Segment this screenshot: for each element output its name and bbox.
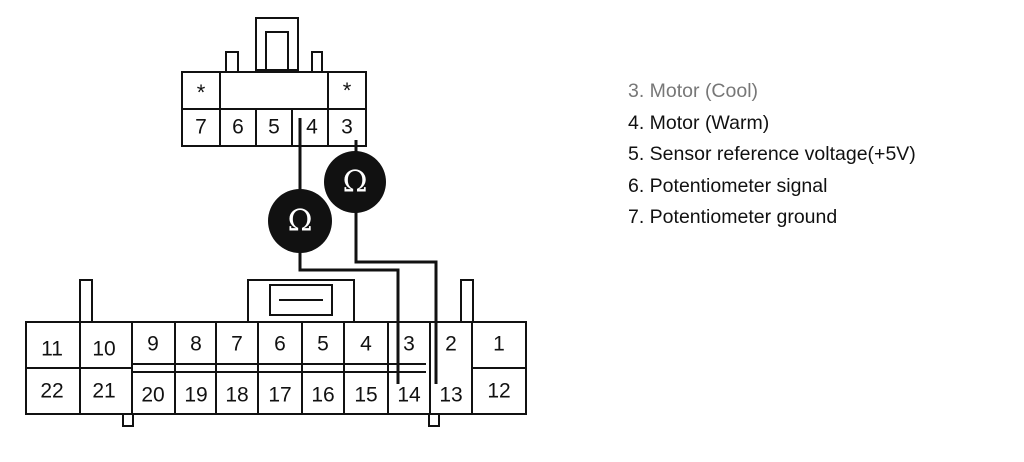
bottom-pin-label: 16 <box>311 384 334 407</box>
pin-legend: 3. Motor (Cool) 4. Motor (Warm) 5. Senso… <box>628 76 1018 234</box>
legend-item: 7. Potentiometer ground <box>628 206 838 228</box>
top-connector-latch-inner <box>265 31 289 71</box>
legend-item: 4. Motor (Warm) <box>628 111 770 134</box>
bottom-pin-label: 13 <box>439 384 462 407</box>
bottom-pin-label: 7 <box>231 333 243 356</box>
bottom-pin-label: 20 <box>141 384 164 407</box>
bottom-pin-label: 19 <box>184 384 207 407</box>
ohmmeter-symbol: Ω <box>343 165 368 200</box>
bottom-pin-label: 15 <box>354 384 377 407</box>
top-connector-labels: * * 7 6 5 4 3 <box>195 78 353 139</box>
bottom-pin-label: 10 <box>92 338 115 361</box>
ohmmeter-right: Ω <box>324 151 386 213</box>
bottom-pin-label: 8 <box>190 333 202 356</box>
top-pin-marker: * <box>197 80 206 105</box>
ohmmeter-icon <box>268 189 332 253</box>
bottom-pin-label: 9 <box>147 333 159 356</box>
legend-item: 6. Potentiometer signal <box>628 174 828 197</box>
top-pin-label: 5 <box>268 116 280 139</box>
bottom-pin-label: 22 <box>40 380 63 403</box>
bottom-pin-label: 2 <box>445 333 457 356</box>
top-connector-latch <box>255 17 299 71</box>
bottom-pin-label: 5 <box>317 333 329 356</box>
top-connector-rib-right <box>311 51 323 72</box>
bottom-pin-label: 12 <box>487 380 510 403</box>
legend-item: 3. Motor (Cool) <box>628 80 759 102</box>
bottom-pin-label: 6 <box>274 333 286 356</box>
bottom-connector-latch-inner <box>269 284 333 316</box>
bottom-pin-label: 21 <box>92 380 115 403</box>
top-pin-label: 6 <box>232 116 244 139</box>
top-pin-marker: * <box>343 78 352 103</box>
legend-item: 5. Sensor reference voltage(+5V) <box>628 143 916 165</box>
top-connector-rib-left <box>225 51 239 72</box>
bottom-connector-latch <box>247 279 355 322</box>
top-pin-label: 4 <box>306 116 318 139</box>
bottom-connector-post-left <box>79 279 93 323</box>
bottom-pin-label: 4 <box>360 333 372 356</box>
bottom-connector-post-right <box>460 279 474 323</box>
bottom-pin-label: 18 <box>225 384 248 407</box>
top-connector <box>181 17 367 147</box>
top-pin-label: 7 <box>195 116 207 139</box>
bottom-pin-label: 1 <box>493 333 505 356</box>
bottom-connector-labels: 11 10 9 8 7 6 5 4 3 2 1 22 21 20 19 18 1… <box>40 333 510 407</box>
bottom-connector-tab-left <box>122 413 134 427</box>
top-pin-label: 3 <box>341 116 353 139</box>
bottom-pin-label: 17 <box>268 384 291 407</box>
bottom-connector <box>25 279 527 427</box>
bottom-connector-tab-right <box>428 413 440 427</box>
ohmmeter-symbol: Ω <box>288 204 313 239</box>
bottom-pin-label: 14 <box>397 384 421 407</box>
ohmmeter-left: Ω <box>268 189 332 253</box>
ohmmeter-icon <box>324 151 386 213</box>
bottom-pin-label: 11 <box>41 338 63 361</box>
bottom-pin-label: 3 <box>403 333 415 356</box>
